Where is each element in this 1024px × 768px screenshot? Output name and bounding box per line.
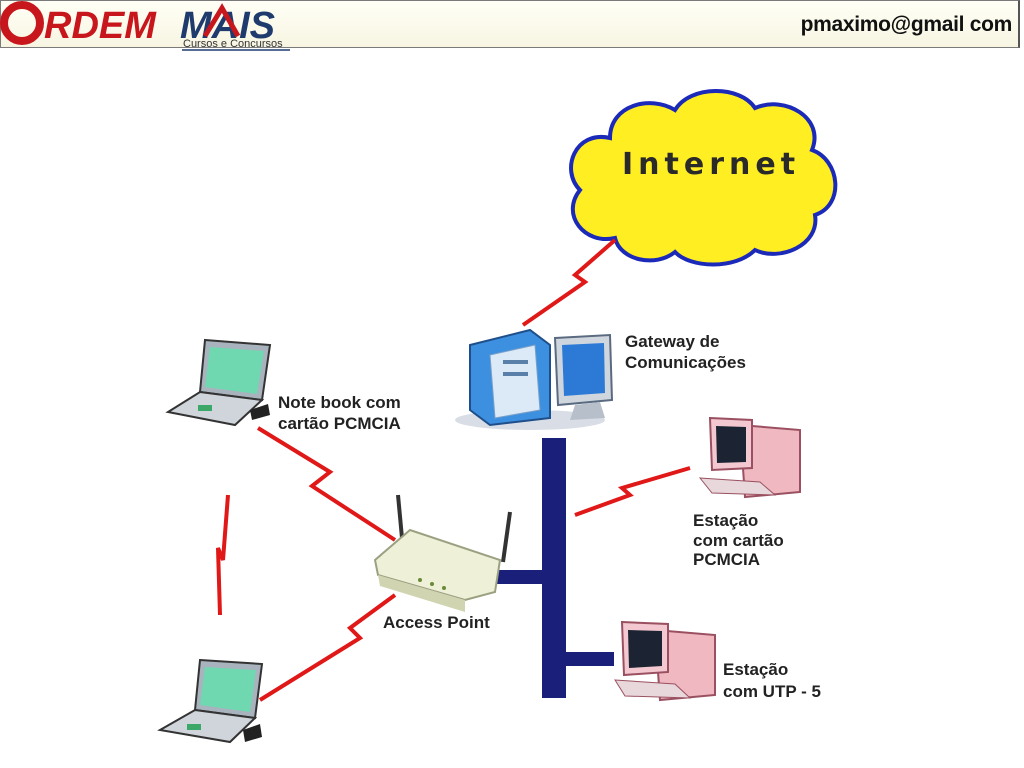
station1-label-line2: com cartão — [693, 531, 784, 550]
brand-logo: RDEM MAIS — [0, 1, 290, 51]
svg-text:RDEM: RDEM — [44, 5, 157, 47]
notebook-ap-link — [256, 426, 397, 542]
station1-label-line3: PCMCIA — [693, 550, 760, 569]
station2-label-line2: com UTP - 5 — [723, 682, 821, 701]
station-icon-2 — [614, 620, 716, 702]
ap-station-link — [574, 466, 691, 517]
notebook-label-line1: Note book com — [278, 393, 401, 412]
access-point-label: Access Point — [383, 613, 490, 632]
internet-cloud: Internet — [569, 89, 838, 267]
wireless-links — [216, 238, 691, 702]
gateway-label-line2: Comunicações — [625, 353, 746, 372]
station-icon-1 — [698, 416, 801, 499]
gateway-computer-icon — [455, 328, 614, 430]
access-point-icon — [373, 494, 512, 612]
header-bar — [0, 0, 1020, 48]
notebook-label-line2: cartão PCMCIA — [278, 414, 401, 433]
svg-text:MAIS: MAIS — [180, 5, 275, 47]
notebook-icon — [165, 338, 272, 427]
notebook-notebook-link — [216, 494, 230, 616]
station1-label-line1: Estação — [693, 511, 758, 530]
ap-notebook2-link — [258, 593, 397, 702]
internet-label: Internet — [622, 147, 800, 182]
wired-backbone — [496, 438, 614, 698]
gateway-label-line1: Gateway de — [625, 332, 720, 351]
station2-label-line1: Estação — [723, 660, 788, 679]
cloud-gateway-link — [521, 238, 617, 327]
contact-email: pmaximo@gmail com — [800, 13, 1013, 36]
notebook-icon-2 — [157, 658, 264, 744]
brand-subtitle: Cursos e Concursos — [183, 38, 283, 50]
